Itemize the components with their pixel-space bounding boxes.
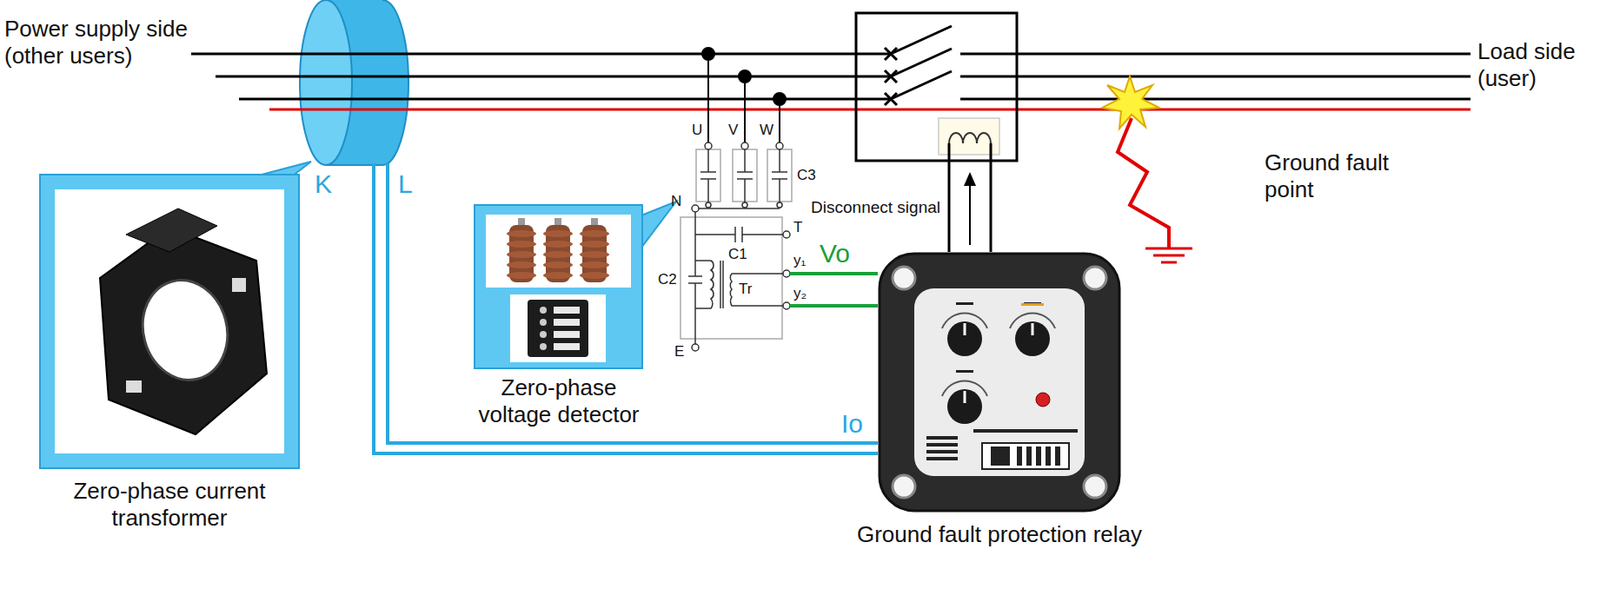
signal-label: Io xyxy=(841,408,864,440)
node-caption: Zero-phase current transformer xyxy=(39,478,300,532)
io-wires xyxy=(373,163,878,454)
supply-side-label: Power supply side (other users) xyxy=(4,15,200,70)
fault-label: Ground fault point xyxy=(1264,149,1408,204)
terminal-label: V xyxy=(728,121,738,140)
load-side-label: Load side (user) xyxy=(1477,38,1587,93)
terminal-label: E xyxy=(674,343,684,361)
terminal-label: y₁ xyxy=(793,252,806,270)
terminal-label: L xyxy=(398,168,413,200)
terminal-label: y₂ xyxy=(793,285,807,303)
component-label: C1 xyxy=(728,245,748,264)
node-caption: Zero-phase voltage detector xyxy=(466,374,651,429)
ground-fault xyxy=(1102,76,1193,263)
zct-cylinder xyxy=(299,0,409,166)
component-label: Tr xyxy=(738,280,752,299)
signal-label: Disconnect signal xyxy=(782,198,941,219)
zct-callout: Zero-phase current transformer xyxy=(39,173,300,470)
relay-picture xyxy=(877,252,1122,513)
zct-picture xyxy=(39,173,300,470)
zpd-picture xyxy=(473,204,644,370)
power-lines xyxy=(191,53,1471,110)
terminal-label: N xyxy=(670,192,682,211)
terminal-label: K xyxy=(314,168,332,200)
signal-label: Vo xyxy=(819,238,850,270)
component-label: C2 xyxy=(657,271,678,289)
terminal-label: W xyxy=(759,121,774,140)
terminal-label: U xyxy=(691,121,703,140)
component-label: C3 xyxy=(796,166,817,185)
terminal-label: T xyxy=(793,219,803,237)
relay-device: Ground fault protection relay xyxy=(877,252,1122,513)
zpd-callout: Zero-phase voltage detector xyxy=(473,204,644,370)
tap-wires xyxy=(702,47,786,143)
zpd-circuit xyxy=(680,142,792,352)
vo-wires xyxy=(790,273,878,306)
node-caption: Ground fault protection relay xyxy=(808,521,1191,549)
